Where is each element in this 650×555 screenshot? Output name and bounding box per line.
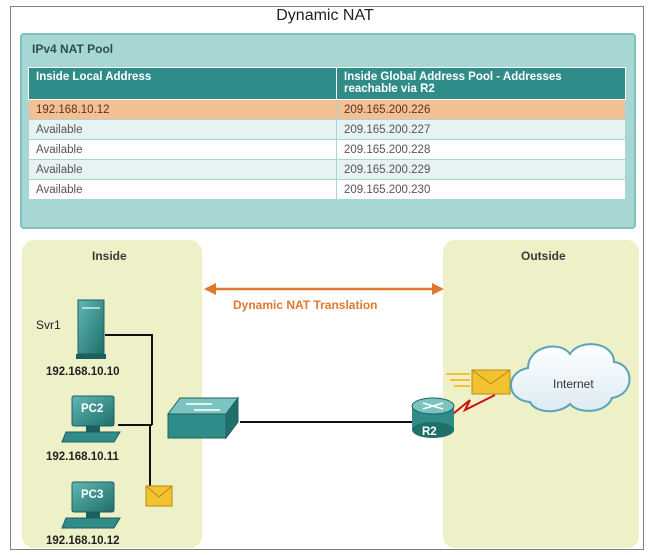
switch-icon: [167, 396, 239, 440]
internet-cloud-icon: [510, 343, 631, 413]
inside-zone-label: Inside: [92, 249, 127, 263]
table-row: Available 209.165.200.230: [28, 179, 626, 200]
svr1-ip: 192.168.10.10: [46, 366, 120, 378]
server-icon: [76, 299, 106, 359]
table-row: Available 209.165.200.228: [28, 139, 626, 160]
cell-local: Available: [28, 179, 337, 200]
pc3-icon: [61, 481, 121, 529]
r2-name: R2: [422, 426, 437, 438]
packet-envelope-icon: [145, 485, 173, 507]
table-row: 192.168.10.12 209.165.200.226: [28, 99, 626, 120]
translation-label: Dynamic NAT Translation: [233, 298, 378, 312]
cell-global: 209.165.200.228: [336, 139, 626, 160]
pc3-name: PC3: [81, 489, 104, 501]
nat-pool-title: IPv4 NAT Pool: [32, 42, 114, 56]
diagram-title: Dynamic NAT: [276, 7, 374, 24]
nat-pool-table: Inside Local Address Inside Global Addre…: [28, 67, 626, 200]
packet-envelope-icon: [446, 369, 511, 395]
table-header-row: Inside Local Address Inside Global Addre…: [28, 67, 626, 100]
pc3-ip: 192.168.10.12: [46, 535, 120, 547]
outside-zone-label: Outside: [521, 249, 566, 263]
pc2-ip: 192.168.10.11: [46, 451, 119, 463]
cell-global: 209.165.200.227: [336, 119, 626, 140]
pc2-icon: [61, 395, 121, 443]
cell-global: 209.165.200.229: [336, 159, 626, 180]
internet-label: Internet: [553, 377, 594, 391]
header-inside-local: Inside Local Address: [28, 67, 337, 100]
cell-local: 192.168.10.12: [28, 99, 337, 120]
header-inside-global: Inside Global Address Pool - Addresses r…: [336, 67, 626, 100]
cell-global: 209.165.200.226: [336, 99, 626, 120]
cell-global: 209.165.200.230: [336, 179, 626, 200]
router-icon: [411, 397, 455, 438]
table-row: Available 209.165.200.229: [28, 159, 626, 180]
nat-pool-panel: IPv4 NAT Pool Inside Local Address Insid…: [20, 33, 636, 229]
pc2-name: PC2: [81, 403, 104, 415]
translation-arrow: [204, 283, 444, 295]
svr1-name: Svr1: [36, 318, 61, 332]
